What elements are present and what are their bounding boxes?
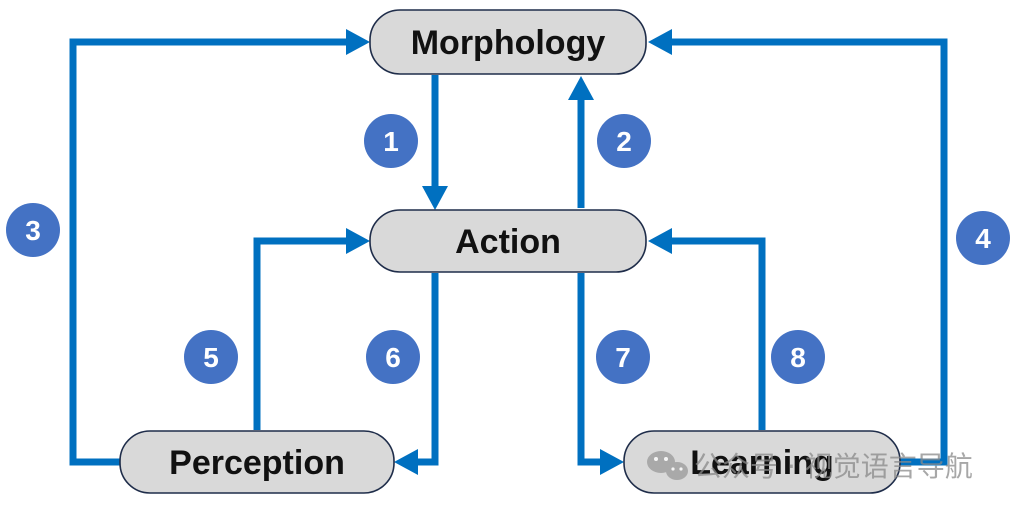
arrowhead-edge-7 <box>600 449 624 475</box>
badge-edge-2: 2 <box>597 114 651 168</box>
badge-5-label: 5 <box>203 342 219 373</box>
badge-edge-5: 5 <box>184 330 238 384</box>
node-perception: Perception <box>119 430 395 494</box>
arrowhead-edge-6 <box>394 449 418 475</box>
watermark: 公众号 · 视觉语言导航 <box>647 450 973 483</box>
node-action-label: Action <box>455 223 561 261</box>
badge-3-label: 3 <box>25 215 41 246</box>
badge-edge-6: 6 <box>366 330 420 384</box>
badge-1-label: 1 <box>383 126 399 157</box>
badges: 1 2 3 4 5 6 7 8 <box>6 114 1010 384</box>
node-action: Action <box>369 209 647 273</box>
node-morphology: Morphology <box>369 9 647 75</box>
edge-perception-to-action <box>253 237 348 430</box>
badge-edge-3: 3 <box>6 203 60 257</box>
badge-4-label: 4 <box>975 223 991 254</box>
wechat-icon <box>647 451 688 480</box>
arrowhead-edge-2 <box>568 76 594 100</box>
watermark-text: 公众号 · 视觉语言导航 <box>694 450 973 483</box>
badge-7-label: 7 <box>615 342 631 373</box>
badge-edge-1: 1 <box>364 114 418 168</box>
edge-perception-to-morphology <box>69 38 348 466</box>
node-learning: Learning <box>623 430 901 494</box>
badge-2-label: 2 <box>616 126 632 157</box>
node-morphology-label: Morphology <box>411 24 606 62</box>
arrowhead-edge-5 <box>346 228 370 254</box>
badge-edge-7: 7 <box>596 330 650 384</box>
edge-learning-to-action <box>670 237 766 430</box>
node-perception-label: Perception <box>169 444 345 482</box>
edges <box>69 29 948 475</box>
arrowhead-edge-3 <box>346 29 370 55</box>
edge-learning-to-morphology <box>670 38 948 466</box>
badge-8-label: 8 <box>790 342 806 373</box>
badge-edge-8: 8 <box>771 330 825 384</box>
node-learning-label: Learning <box>690 444 834 482</box>
arrowhead-edge-8 <box>648 228 672 254</box>
edge-action-to-learning <box>577 273 602 466</box>
arrowhead-edge-4 <box>648 29 672 55</box>
badge-6-label: 6 <box>385 342 401 373</box>
badge-edge-4: 4 <box>956 211 1010 265</box>
arrowhead-edge-1 <box>422 186 448 210</box>
edge-action-to-perception <box>416 273 439 466</box>
